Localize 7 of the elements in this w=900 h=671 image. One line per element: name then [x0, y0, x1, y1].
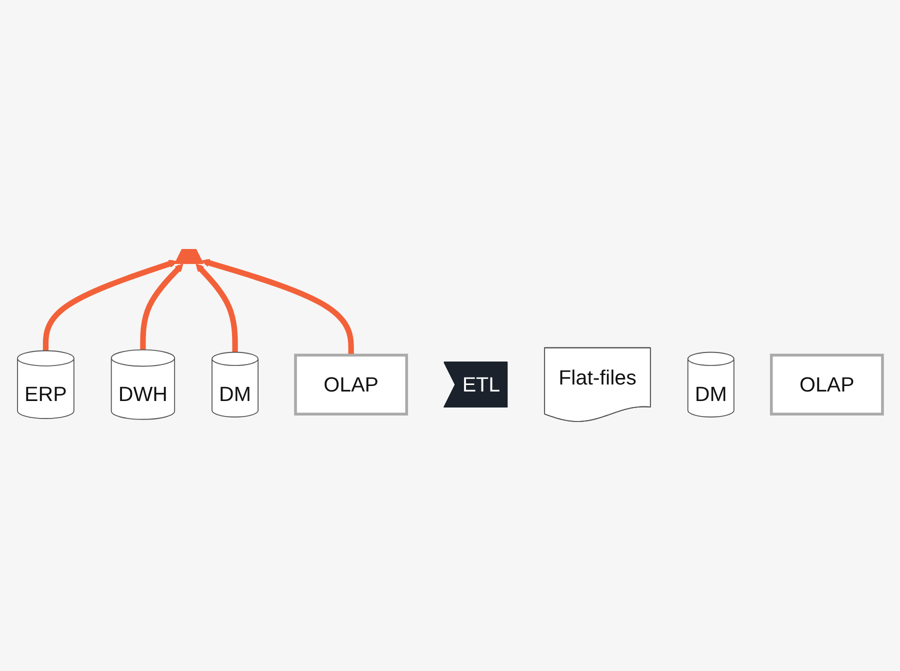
node-box: OLAP	[770, 354, 884, 416]
node-box: OLAP	[294, 354, 408, 416]
arrow	[196, 264, 238, 352]
node-trapezoid	[174, 249, 204, 264]
arrow	[140, 264, 184, 350]
arrow	[202, 258, 354, 356]
arrow	[42, 260, 178, 351]
